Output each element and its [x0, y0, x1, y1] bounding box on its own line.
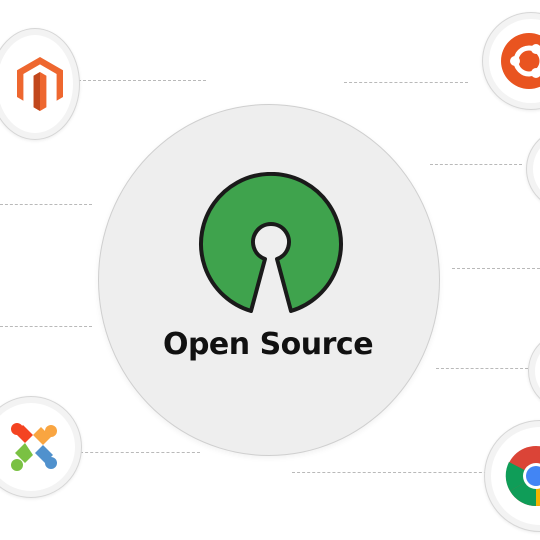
- connector-line: [0, 326, 92, 327]
- ubuntu-logo-bubble: [482, 12, 540, 110]
- chrome-icon: [505, 446, 540, 507]
- joomla-logo-bubble: [0, 396, 82, 498]
- center-circle: [98, 104, 440, 456]
- connector-line: [0, 204, 92, 205]
- ubuntu-icon: [501, 33, 540, 89]
- magento-logo-bubble: [0, 28, 80, 140]
- connector-line: [80, 452, 200, 453]
- open-source-keyhole-icon: [199, 172, 343, 313]
- chrome-logo-bubble: [484, 420, 540, 532]
- center-title: Open Source: [162, 327, 374, 362]
- connector-line: [452, 268, 540, 269]
- connector-line: [344, 82, 468, 83]
- joomla-icon: [11, 423, 57, 471]
- connector-line: [436, 368, 528, 369]
- connector-line: [430, 164, 522, 165]
- partial-logo-bubble-upper: [526, 128, 540, 210]
- connector-line: [292, 472, 492, 473]
- partial-logo-bubble-lower: [528, 332, 540, 410]
- connector-line: [78, 80, 206, 81]
- magento-icon: [17, 57, 63, 111]
